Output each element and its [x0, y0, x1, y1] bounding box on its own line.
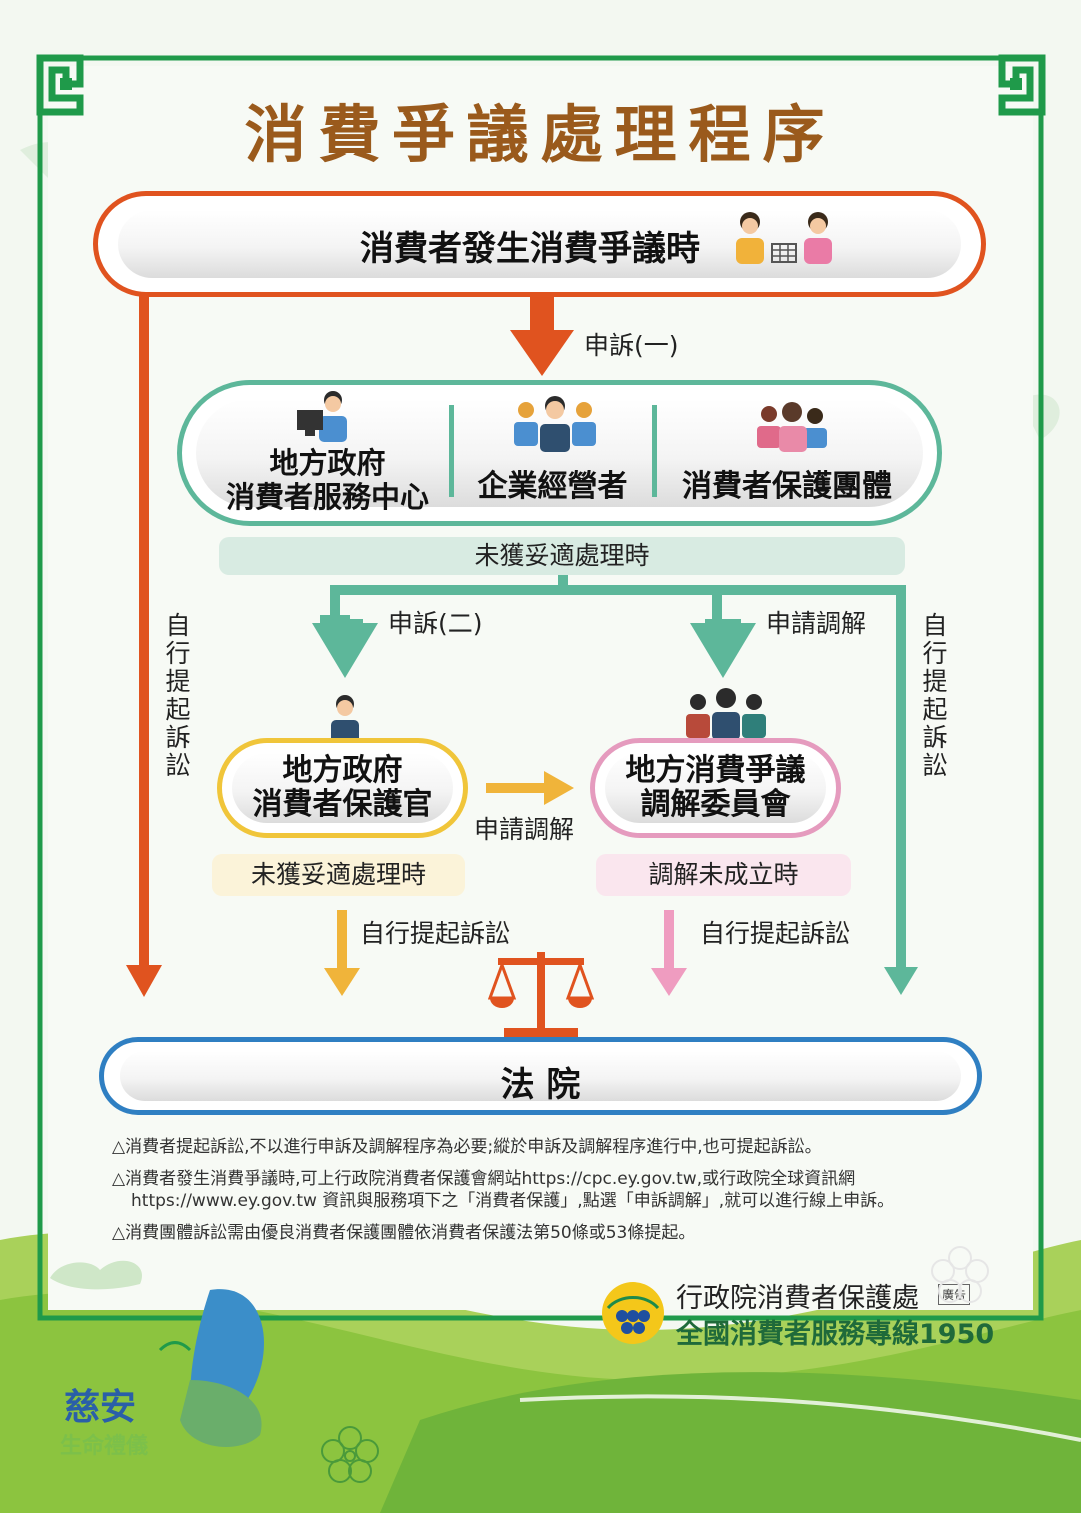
left-self-lawsuit-label: 自行提起訴訟 — [165, 611, 191, 780]
note-2-continued: https://www.ey.gov.tw 資訊與服務項下之「消費者保護」,點選… — [131, 1191, 895, 1211]
flower-outline-icon — [931, 1246, 989, 1303]
business-people-icon — [514, 396, 596, 452]
officer-not-resolved-band: 未獲妥適處理時 — [212, 854, 465, 896]
channel-divider — [449, 405, 454, 497]
org-name: 行政院消費者保護處 — [676, 1283, 919, 1314]
consumer-group-icon — [757, 402, 827, 452]
corner-ornament-left — [36, 54, 84, 116]
yellow-down-arrow — [324, 910, 360, 996]
note-1: △消費者提起訴訟,不以進行申訴及調解程序為必要;縱於申訴及調解程序進行中,也可提… — [112, 1137, 822, 1157]
complaint-1-label: 申訴(一) — [584, 331, 679, 360]
brand-name: 慈安 — [64, 1386, 137, 1428]
right-self-lawsuit-label: 自行提起訴訟 — [922, 611, 948, 780]
pink-down-arrow — [651, 910, 687, 996]
channel-local-gov: 地方政府 消費者服務中心 — [190, 446, 465, 514]
apply-mediation-mid-label: 申請調解 — [474, 815, 575, 844]
teal-branch-arrows — [312, 575, 918, 995]
complaint-2-label: 申訴(二) — [388, 609, 483, 638]
committee-label: 地方消費爭議 調解委員會 — [595, 754, 836, 822]
self-lawsuit-left-label: 自行提起訴訟 — [360, 919, 511, 948]
committee-label-line2: 調解委員會 — [640, 787, 791, 822]
officer-label: 地方政府 消費者保護官 — [222, 754, 463, 822]
channel-consumer-group: 消費者保護團體 — [682, 469, 892, 504]
apply-mediation-right-label: 申請調解 — [766, 609, 867, 638]
top-box-label: 消費者發生消費爭議時 — [360, 229, 700, 269]
officer-box — [217, 738, 468, 838]
committee-label-line1: 地方消費爭議 — [625, 753, 806, 788]
committee-icon — [686, 688, 766, 740]
committee-box — [590, 738, 841, 838]
consumers-shopping-icon — [736, 212, 832, 264]
orange-left-arrow — [126, 295, 162, 997]
officer-label-line2: 消費者保護官 — [252, 787, 433, 822]
complaint-1-arrow — [510, 296, 574, 376]
committee-failed-band: 調解未成立時 — [596, 854, 851, 896]
court-label: 法 院 — [500, 1065, 581, 1105]
channel-local-gov-line2: 消費者服務中心 — [225, 480, 429, 514]
note-3: △消費團體訴訟需由優良消費者保護團體依消費者保護法第50條或53條提起。 — [112, 1223, 696, 1243]
self-lawsuit-right-label: 自行提起訴訟 — [700, 919, 851, 948]
officer-label-line1: 地方政府 — [282, 753, 403, 788]
scales-of-justice-icon — [488, 952, 594, 1038]
flower-outline-icon — [321, 1426, 379, 1483]
page-title: 消費爭議處理程序 — [244, 98, 837, 171]
mediation-arrow — [486, 771, 574, 805]
channel-divider — [652, 405, 657, 497]
brand-subtitle: 生命禮儀 — [60, 1434, 149, 1459]
corner-ornament-right — [998, 54, 1046, 116]
court-box — [99, 1037, 982, 1115]
channels-box — [177, 380, 942, 526]
note-2: △消費者發生消費爭議時,可上行政院消費者保護會網站https://cpc.ey.… — [112, 1169, 856, 1189]
hotline: 全國消費者服務專線1950 — [676, 1319, 995, 1350]
service-agent-icon — [297, 391, 347, 442]
channel-local-gov-line1: 地方政府 — [269, 446, 386, 480]
brand-butterfly-icon — [50, 1260, 264, 1447]
consumer-protection-logo-icon — [602, 1282, 664, 1344]
channel-business: 企業經營者 — [477, 469, 628, 504]
not-resolved-band: 未獲妥適處理時 — [219, 537, 905, 575]
